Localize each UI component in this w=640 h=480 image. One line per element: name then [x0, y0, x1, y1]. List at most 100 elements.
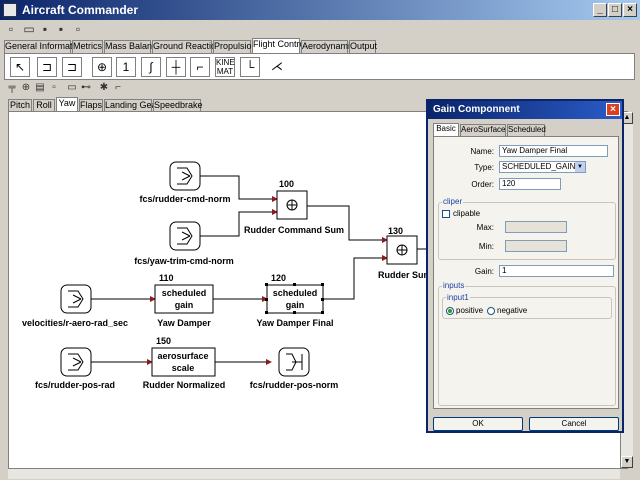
gain-field[interactable]: 1 [499, 265, 614, 277]
max-field[interactable] [505, 221, 567, 233]
export-icon[interactable]: ▫ [75, 22, 81, 36]
switch-tool-icon[interactable]: ⋌ [267, 57, 287, 77]
close-button[interactable]: × [623, 3, 637, 17]
horizontal-scrollbar[interactable] [8, 469, 620, 479]
rudder-pos-norm-caption: fcs/rudder-pos-norm [250, 380, 339, 390]
sum100-caption: Rudder Command Sum [244, 225, 344, 235]
copy-icon[interactable]: ▭ [67, 82, 77, 93]
dialog-titlebar: Gain Componnent × [428, 101, 622, 119]
rudder-cmd-caption: fcs/rudder-cmd-norm [139, 194, 230, 204]
dialog-body: Name: Yaw Damper Final Type: SCHEDULED_G… [433, 136, 619, 409]
tab-mass-balance[interactable]: Mass Balance [104, 40, 162, 53]
dialog-tab-basic[interactable]: Basic [433, 123, 459, 136]
dialog-tab-scheduled[interactable]: Scheduled [507, 124, 546, 136]
input-port-velocities[interactable] [60, 284, 92, 314]
input-port-yaw-trim[interactable] [169, 221, 201, 251]
summer-100[interactable] [276, 190, 308, 220]
delete-icon[interactable]: ▫ [52, 82, 56, 93]
dialog-tab-aerosurface[interactable]: AeroSurface [460, 124, 506, 136]
sum100-number: 100 [279, 179, 294, 189]
velocities-caption: velocities/r-aero-rad_sec [22, 318, 128, 328]
gain-component-dialog: Gain Componnent × Basic AeroSurface Sche… [426, 99, 624, 433]
aerosurface-150[interactable]: aerosurface scale [151, 347, 216, 377]
save-as-icon[interactable]: ▪ [58, 22, 64, 36]
maximize-button[interactable]: □ [608, 3, 622, 17]
gain120-number: 120 [271, 273, 286, 283]
tab-speedbrake[interactable]: Speedbrake [153, 99, 203, 112]
step-icon[interactable]: ⌐ [115, 82, 121, 93]
output-port-rudder-pos-norm[interactable] [278, 347, 310, 377]
tab-roll[interactable]: Roll [33, 99, 55, 112]
deadband-tool-icon[interactable]: ┼ [166, 57, 186, 77]
tab-flaps[interactable]: Flaps [79, 99, 103, 112]
tab-ground-reactions[interactable]: Ground Reactions [152, 40, 226, 53]
zoom-in-icon[interactable]: ⊕ [21, 82, 31, 93]
type-select-value: SCHEDULED_GAIN [502, 162, 576, 171]
dialog-close-button[interactable]: × [606, 103, 620, 116]
window-title: Aircraft Commander [22, 3, 139, 17]
gain110-number: 110 [159, 273, 174, 283]
input-port-tool-icon[interactable]: ⊐ [37, 57, 57, 77]
wires [91, 175, 429, 365]
tab-output[interactable]: Output [349, 40, 378, 53]
tab-general-information[interactable]: General Information [4, 40, 85, 53]
tab-pitch[interactable]: Pitch [8, 99, 32, 112]
min-field[interactable] [505, 240, 567, 252]
gain-120[interactable]: scheduled gain [265, 283, 324, 314]
cancel-button[interactable]: Cancel [529, 417, 619, 431]
pointer-tool-icon[interactable]: ↖ [10, 57, 30, 77]
input-port-rudder-cmd[interactable] [169, 161, 201, 191]
selection-handles [265, 283, 324, 314]
gain-tool-icon[interactable]: 1 [116, 57, 136, 77]
file-toolbar: ▫ ▭ ▪ ▪ ▫ [0, 20, 640, 38]
scheduled-gain-tool-icon[interactable]: ∫ [141, 57, 161, 77]
clipable-checkbox[interactable] [442, 210, 450, 218]
yaw-trim-caption: fcs/yaw-trim-cmd-norm [134, 256, 234, 266]
positive-radio[interactable] [446, 307, 454, 315]
diagram-svg: fcs/rudder-cmd-norm fcs/yaw-trim-cmd-nor… [22, 161, 432, 390]
summer-tool-icon[interactable]: ⊕ [92, 57, 112, 77]
scroll-down-icon[interactable]: ▼ [621, 456, 633, 468]
ok-button[interactable]: OK [433, 417, 523, 431]
aero150-text1: aerosurface [157, 351, 208, 361]
output-port-tool-icon[interactable]: ⊐ [62, 57, 82, 77]
input-port-rudder-pos[interactable] [60, 347, 92, 377]
tab-landing-gear[interactable]: Landing Gear [104, 99, 160, 112]
align-icon[interactable]: ╤ [8, 82, 16, 93]
inputs-group [438, 286, 616, 406]
gain110-text1: scheduled [162, 288, 207, 298]
aero150-text2: scale [172, 363, 195, 373]
gain-110[interactable]: scheduled gain [154, 284, 214, 314]
order-label: Order: [471, 180, 494, 189]
negative-radio[interactable] [487, 307, 495, 315]
tab-aerodynamics[interactable]: Aerodynamics [301, 40, 360, 53]
order-field[interactable]: 120 [499, 178, 561, 190]
max-label: Max: [476, 223, 494, 232]
save-icon[interactable]: ▪ [42, 22, 48, 36]
negative-label: negative [497, 306, 528, 315]
minimize-button[interactable]: _ [593, 3, 607, 17]
gain120-text1: scheduled [273, 288, 318, 298]
name-field[interactable]: Yaw Damper Final [499, 145, 608, 157]
settings-icon[interactable]: ✱ [99, 82, 109, 93]
tab-yaw[interactable]: Yaw [56, 97, 78, 112]
new-file-icon[interactable]: ▫ [8, 22, 14, 36]
tab-propulsion[interactable]: Propulsion [213, 40, 257, 53]
print-icon[interactable]: ▤ [35, 82, 45, 93]
plot-tool-icon[interactable]: └ [240, 57, 260, 77]
dialog-title: Gain Componnent [433, 104, 520, 115]
type-select[interactable]: SCHEDULED_GAIN ▼ [499, 161, 586, 173]
sum130-number: 130 [388, 226, 403, 236]
tab-flight-control[interactable]: Flight Control [252, 38, 307, 53]
chevron-down-icon[interactable]: ▼ [575, 162, 585, 172]
filter-tool-icon[interactable]: ⌐ [190, 57, 210, 77]
link-icon[interactable]: ⊷ [81, 82, 91, 93]
input1-group [442, 297, 612, 319]
window-titlebar: Aircraft Commander _ □ × [0, 0, 640, 20]
summer-130[interactable] [386, 235, 418, 265]
open-folder-icon[interactable]: ▭ [23, 22, 35, 36]
clipper-group-label: cliper [442, 197, 464, 206]
tab-metrics[interactable]: Metrics [72, 40, 103, 53]
